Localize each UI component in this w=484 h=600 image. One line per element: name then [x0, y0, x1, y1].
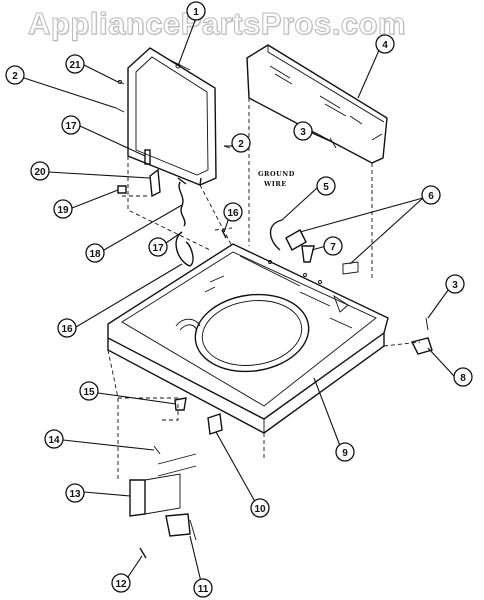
part-lid [127, 47, 217, 186]
callout-15: 15 [79, 381, 99, 401]
callout-label: 3 [300, 127, 306, 138]
callout-label: 13 [69, 489, 81, 500]
callout-19: 19 [53, 199, 73, 219]
small-parts [115, 79, 433, 559]
leader-lines [23, 17, 456, 587]
callout-3-top: 3 [293, 121, 313, 141]
construction-lines [107, 98, 421, 480]
callout-label: 3 [452, 280, 458, 291]
callout-13: 13 [65, 483, 85, 503]
callout-label: 17 [152, 243, 164, 254]
callout-14: 14 [44, 429, 64, 449]
callout-label: 16 [227, 208, 239, 219]
callout-label: 17 [65, 121, 77, 132]
callout-12: 12 [111, 573, 131, 593]
callout-label: 6 [428, 191, 434, 202]
callout-label: 1 [193, 7, 199, 18]
callout-label: 4 [382, 40, 388, 51]
callout-label: 11 [198, 584, 209, 595]
callout-3-right: 3 [445, 274, 465, 294]
callout-21: 21 [65, 54, 85, 74]
callout-label: 15 [83, 387, 95, 398]
callout-label: 2 [12, 71, 18, 82]
callout-label: 16 [61, 324, 73, 335]
callout-8: 8 [453, 367, 473, 387]
callout-11: 11 [193, 578, 213, 598]
callout-10: 10 [250, 498, 270, 518]
watermark: AppliancePartsPros.com [28, 6, 406, 42]
callout-label: 2 [238, 139, 244, 150]
callout-label: 19 [57, 205, 69, 216]
callout-6: 6 [421, 185, 441, 205]
callout-17-top: 17 [61, 115, 81, 135]
part-back-panel [246, 44, 388, 190]
ground-wire-note-line2: WIRE [263, 180, 287, 188]
part-washer-top [107, 243, 389, 434]
callout-label: 5 [323, 182, 329, 193]
callout-16-top: 16 [223, 202, 243, 222]
callout-label: 14 [48, 435, 60, 446]
callout-20: 20 [30, 161, 50, 181]
callout-17-bottom: 17 [148, 237, 168, 257]
callout-4: 4 [375, 34, 395, 54]
callout-9: 9 [335, 442, 355, 462]
callout-2-right: 2 [231, 133, 251, 153]
callout-2-left: 2 [5, 65, 25, 85]
callout-label: 20 [34, 167, 46, 178]
callout-16-bottom: 16 [57, 318, 77, 338]
callout-label: 18 [89, 249, 101, 260]
callout-1: 1 [186, 1, 206, 21]
ground-wire-note-line1: GROUND [258, 170, 295, 178]
callout-18: 18 [85, 243, 105, 263]
callout-5: 5 [316, 176, 336, 196]
callout-label: 9 [342, 448, 348, 459]
callout-7: 7 [323, 236, 343, 256]
callout-label: 10 [254, 504, 266, 515]
callout-label: 12 [115, 579, 127, 590]
callout-label: 7 [330, 242, 336, 253]
callout-label: 8 [460, 373, 466, 384]
callout-label: 21 [69, 60, 81, 71]
